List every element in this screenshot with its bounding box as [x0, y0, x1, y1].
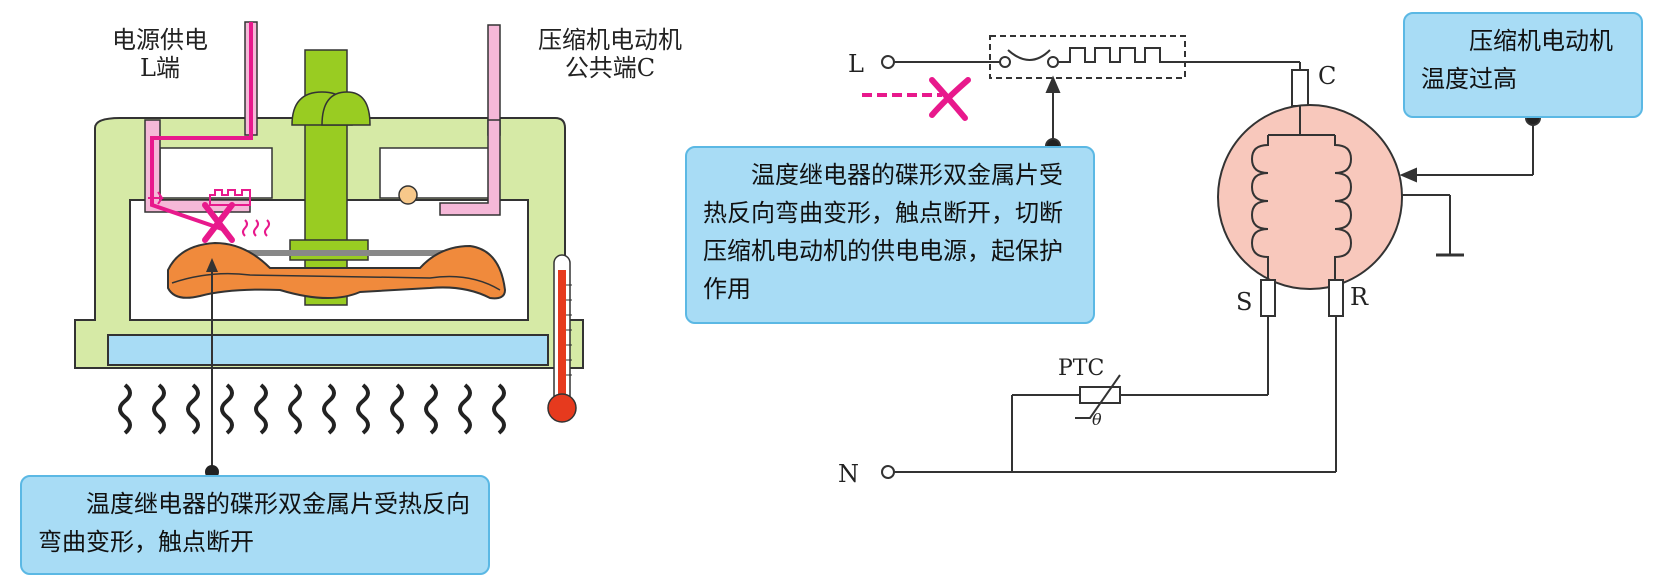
protector-contact — [1007, 49, 1051, 61]
motor-circle — [1217, 104, 1403, 290]
terminal-c-label: C — [1318, 62, 1336, 90]
thermometer-icon — [547, 254, 577, 423]
terminal-l-node — [881, 55, 895, 69]
start-winding — [1250, 135, 1269, 280]
heat-squiggle — [220, 383, 234, 435]
label-c-line2: 公共端C — [565, 54, 655, 82]
ptc-diagonal — [1075, 374, 1121, 419]
heat-squiggle — [152, 383, 166, 435]
bimetal-layer-line — [171, 272, 501, 291]
bimetal-disc — [167, 241, 507, 300]
terminal-s-label: S — [1236, 288, 1252, 316]
bolt-head-right — [321, 91, 371, 126]
current-arrow — [148, 191, 164, 205]
label-l-line2: L端 — [140, 54, 180, 82]
heat-squiggles-small — [242, 219, 270, 237]
heat-squiggle — [322, 383, 336, 435]
terminal-r-label: R — [1350, 283, 1369, 311]
right-contact-ball — [398, 185, 418, 205]
terminal-s-box — [1260, 279, 1276, 317]
heat-squiggle — [186, 383, 200, 435]
label-c-line1: 压缩机电动机 — [538, 26, 682, 54]
relay-cross-section: 电源供电 L端 压缩机电动机 公共端C — [74, 21, 682, 479]
terminal-r-box — [1328, 279, 1344, 317]
bolt-shaft — [304, 49, 348, 306]
motor-temp-callout: 压缩机电动机温度过高 — [1403, 12, 1643, 118]
heat-squiggle — [390, 383, 404, 435]
base-plate — [107, 334, 549, 366]
right-cavity — [379, 147, 496, 199]
protector-box — [989, 35, 1186, 79]
protector-heater — [1058, 47, 1170, 63]
heat-squiggles-large — [118, 383, 506, 435]
theta-label: θ — [1092, 410, 1102, 429]
terminal-c-bracket — [439, 119, 501, 216]
terminal-c-strip — [487, 24, 501, 136]
broken-contact-x — [202, 202, 235, 243]
current-path — [150, 22, 253, 232]
terminal-c-box — [1291, 69, 1309, 107]
disc-pointer-arrow — [206, 258, 218, 272]
disc-callout: 温度继电器的碟形双金属片受热反向弯曲变形，触点断开 — [20, 475, 490, 575]
heat-squiggle — [492, 383, 506, 435]
broken-supply-x — [929, 77, 971, 121]
terminal-n-label: N — [838, 460, 859, 488]
terminal-n-node — [881, 465, 895, 479]
label-l-line1: 电源供电 — [112, 26, 208, 54]
contact-teeth — [209, 189, 251, 206]
heat-squiggle — [118, 383, 132, 435]
heat-squiggle — [424, 383, 438, 435]
relay-callout: 温度继电器的碟形双金属片受热反向弯曲变形，触点断开，切断压缩机电动机的供电电源，… — [685, 146, 1095, 324]
heat-squiggle — [356, 383, 370, 435]
heat-squiggle — [458, 383, 472, 435]
ptc-label: PTC — [1058, 356, 1104, 381]
terminal-l-label: L — [848, 50, 864, 78]
heat-squiggle — [254, 383, 268, 435]
ptc-resistor — [1079, 386, 1121, 404]
heat-squiggle — [288, 383, 302, 435]
run-winding — [1334, 135, 1353, 280]
circuit-diagram — [862, 35, 1541, 479]
